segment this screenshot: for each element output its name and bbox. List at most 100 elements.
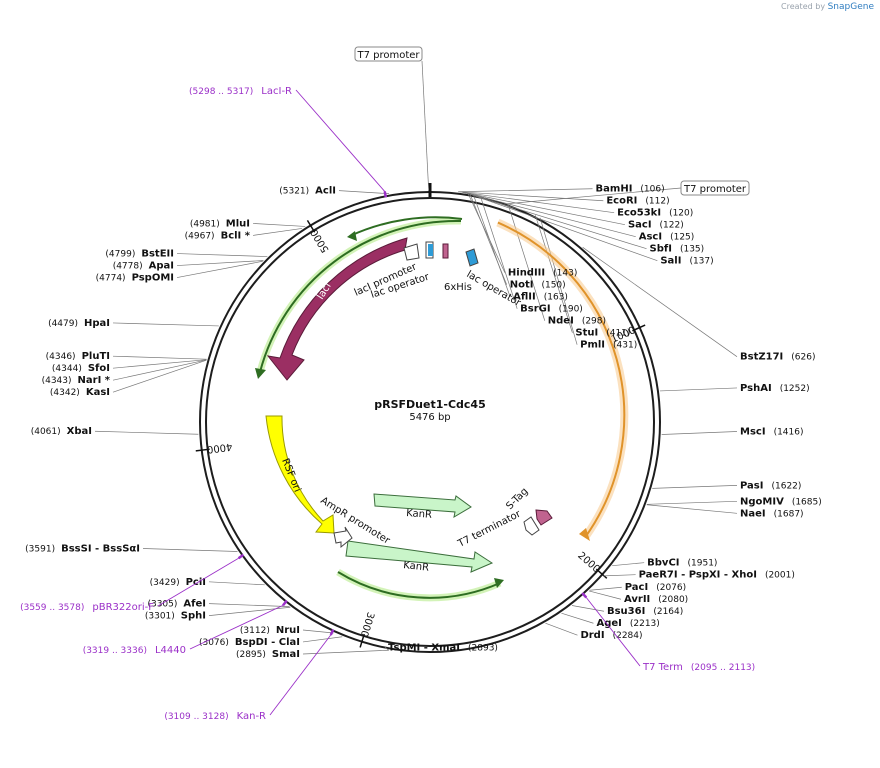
t7-promoter-label-1: T7 promoter — [356, 50, 420, 61]
enzyme-name-bamhi: BamHI — [596, 184, 633, 195]
leader-sali — [466, 192, 658, 262]
enzyme-name-nari: NarI * — [78, 375, 111, 386]
enzyme-pos-drdi: (2284) — [613, 631, 643, 641]
enzyme-name-pluti: PluTI — [82, 351, 110, 362]
leader-nrui — [302, 629, 334, 634]
enzyme-name-kasi: KasI — [86, 387, 110, 398]
leader-sbfi — [465, 192, 647, 250]
6xhis-feature — [442, 243, 449, 259]
enzyme-name-bspdi-clai: BspDI - ClaI — [235, 637, 300, 648]
enzyme-pos-pcii: (3429) — [150, 578, 180, 588]
tick-mark-3000 — [359, 633, 365, 648]
primer-label-l4440: L4440 — [155, 645, 186, 656]
leader-naei — [646, 504, 738, 514]
enzyme-pos-sfoi: (4344) — [52, 364, 82, 374]
leader-aflii — [472, 193, 511, 297]
enzyme-pos-bbvci: (1951) — [688, 559, 718, 569]
enzyme-pos-paer7i-pspxi-xhoi: (2001) — [765, 571, 795, 581]
lac-operator-feature-left — [428, 244, 433, 256]
primer-label-layer: LacI-R(5298 .. 5317)T7 Term(2095 .. 2113… — [20, 86, 755, 722]
enzyme-name-naei: NaeI — [740, 508, 766, 519]
leader-nari — [112, 359, 207, 381]
leader-msci — [661, 431, 738, 435]
primer-leader-l4440 — [189, 604, 284, 650]
leader-saci — [462, 191, 626, 226]
t7-terminator-feature — [523, 516, 540, 536]
enzyme-name-paci: PacI — [625, 582, 648, 593]
enzyme-name-sphi: SphI — [181, 611, 206, 622]
enzyme-pos-stui: (411) — [606, 329, 630, 339]
tick-label-3000: 3000 — [358, 611, 376, 639]
enzyme-pos-kasi: (4342) — [50, 388, 80, 398]
enzyme-pos-smai: (2895) — [236, 650, 266, 660]
feature-label-rsf-ori: RSF ori — [279, 457, 302, 494]
enzyme-pos-bsssi-bsss-i: (3591) — [25, 544, 55, 554]
enzyme-pos-aflii: (163) — [544, 293, 568, 303]
enzyme-pos-ecori: (112) — [645, 197, 669, 207]
laci-orf-arc — [259, 219, 462, 373]
enzyme-pos-paci: (2076) — [656, 583, 686, 593]
plasmid-name: pRSFDuet1-Cdc45 — [374, 398, 485, 411]
enzyme-name-stui: StuI — [575, 328, 598, 339]
enzyme-pos-nrui: (3112) — [240, 626, 270, 636]
enzyme-pos-pluti: (4346) — [46, 352, 76, 362]
primer-mark-kan-r — [329, 629, 335, 636]
enzyme-pos-pspomi: (4774) — [96, 274, 126, 284]
enzyme-name-bsssi-bsss-i: BssSI - BssSαI — [61, 543, 140, 554]
kanr-feature-upper — [373, 493, 472, 518]
leader-sphi — [208, 606, 291, 616]
enzyme-name-hindiii: HindIII — [508, 268, 545, 279]
leader-hpai — [112, 322, 219, 327]
leader-paci — [589, 586, 622, 591]
enzyme-pos-hpai: (4479) — [48, 319, 78, 329]
enzyme-name-xbai: XbaI — [67, 426, 92, 437]
enzyme-name-pshai: PshAI — [740, 383, 772, 394]
tick-mark-4000 — [195, 448, 210, 452]
leader-agei — [561, 612, 594, 624]
leader-bsteii — [176, 253, 268, 257]
enzyme-pos-ngomiv: (1685) — [792, 497, 822, 507]
enzyme-pos-sali: (137) — [689, 257, 713, 267]
enzyme-pos-nari: (4343) — [42, 376, 72, 386]
enzyme-name-avrii: AvrII — [624, 594, 650, 605]
enzyme-name-ecori: EcoRI — [606, 196, 637, 207]
enzyme-name-hpai: HpaI — [84, 318, 110, 329]
leader-bspdi-clai — [302, 636, 343, 643]
leader-ecori — [459, 191, 604, 202]
feature-label-6xhis: 6xHis — [444, 282, 472, 293]
lac-operator-feature-right — [465, 248, 479, 267]
plasmid-length: 5476 bp — [409, 412, 450, 423]
leader-bsu36i — [571, 605, 605, 612]
leader-kasi — [112, 359, 207, 393]
leader-bsrgi — [479, 195, 518, 309]
leader-xbai — [94, 430, 199, 435]
leader-boxed-0 — [421, 60, 430, 191]
enzyme-name-pasi: PasI — [740, 480, 763, 491]
leader-bamhi — [458, 188, 593, 193]
t7-promoter-box-2 — [680, 180, 750, 196]
primer-range-kan-r: (3109 .. 3128) — [164, 712, 228, 722]
leader-apai — [176, 260, 264, 266]
leader-smai — [302, 649, 389, 655]
enzyme-pos-apai: (4778) — [113, 262, 143, 272]
leader-hindiii — [467, 192, 506, 273]
leader-boxed-1 — [508, 187, 682, 204]
enzyme-pos-saci: (122) — [660, 221, 684, 231]
enzyme-pos-pasi: (1622) — [771, 481, 801, 491]
primer-leader-t7-term — [585, 597, 641, 667]
primer-label-laci-r: LacI-R — [261, 86, 292, 97]
tick-mark-2000 — [595, 568, 608, 579]
enzyme-name-msci: MscI — [740, 427, 766, 438]
credit-prefix: Created by — [781, 2, 826, 11]
enzyme-pos-hindiii: (143) — [553, 269, 577, 279]
primer-label-kan-r: Kan-R — [237, 711, 266, 722]
leader-tspmi-xmai — [384, 647, 390, 651]
enzyme-pos-mlui: (4981) — [190, 219, 220, 229]
t7-promoter-box-1 — [354, 46, 423, 62]
leader-pcii — [208, 581, 265, 586]
primer-range-t7-term: (2095 .. 2113) — [691, 663, 755, 673]
enzyme-name-nrui: NruI — [276, 625, 300, 636]
leader-bstz17i — [582, 247, 738, 357]
backbone-inner-strand — [205, 197, 655, 647]
rsf-ori-feature — [265, 415, 335, 534]
